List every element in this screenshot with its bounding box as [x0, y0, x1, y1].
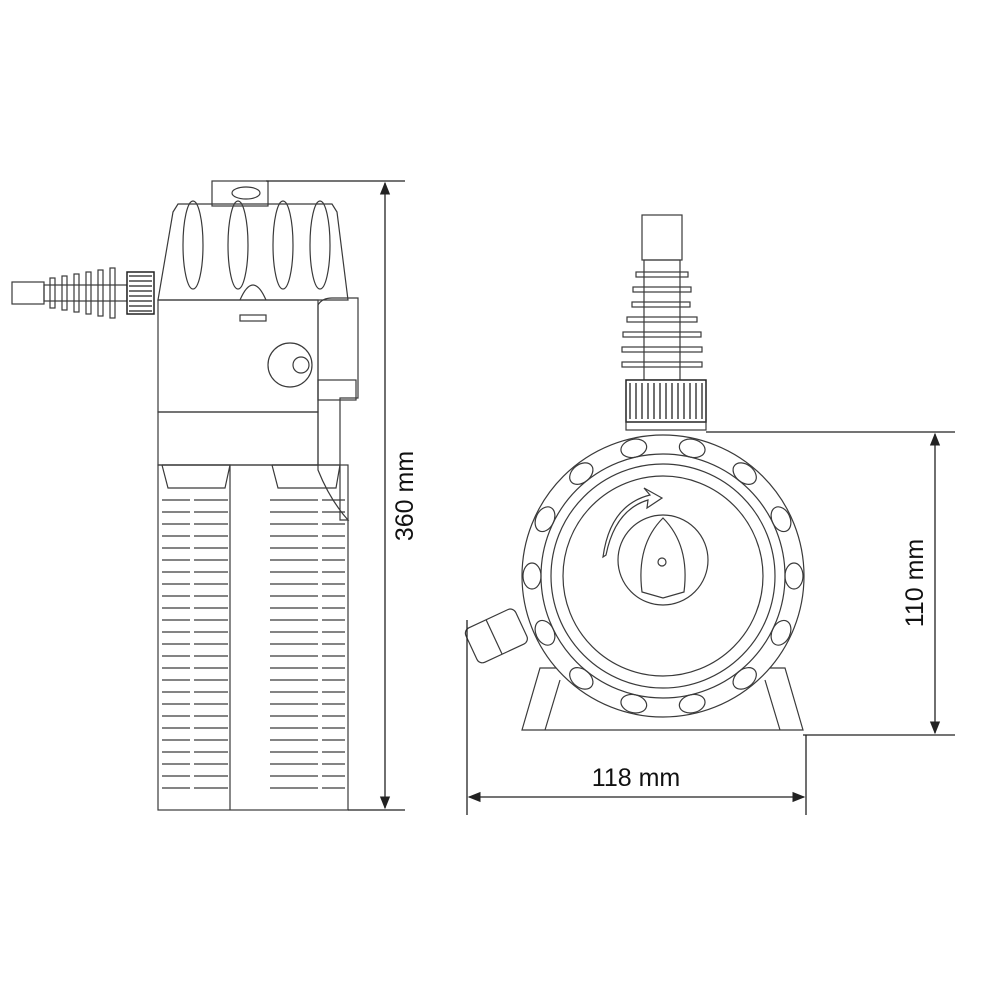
ring-bump — [732, 667, 757, 690]
hose-rib — [73, 273, 80, 313]
cap-rib — [227, 200, 249, 290]
front-hose-rib — [632, 286, 692, 293]
lower-housing — [157, 411, 319, 466]
front-hose-rib — [622, 331, 702, 338]
center-pin — [657, 557, 667, 567]
ring-bump — [620, 693, 648, 714]
ring-bump — [678, 438, 706, 459]
front-hose-nut-knurl — [629, 383, 703, 419]
front-view — [464, 214, 805, 731]
ring-bump — [534, 619, 556, 646]
hose-ribs — [43, 267, 128, 319]
pump-ring-3 — [562, 475, 764, 677]
cable-gland — [267, 342, 313, 388]
pump-stand — [521, 667, 804, 731]
ring-bump — [732, 462, 757, 485]
dimension-width: 118 mm — [466, 620, 807, 815]
impeller-blade — [640, 517, 686, 599]
side-view — [11, 180, 359, 811]
ring-bump — [678, 693, 706, 714]
hose-rib — [49, 277, 56, 309]
ring-bump — [770, 506, 792, 533]
dimension-body-height: 110 mm — [706, 431, 955, 736]
front-hose-ribs — [621, 259, 703, 381]
ring-bump — [784, 562, 804, 590]
dimension-height: 360 mm — [266, 180, 419, 811]
middle-housing — [157, 299, 319, 413]
ring-bump — [569, 462, 594, 485]
front-hose-rib — [621, 346, 703, 353]
top-tab — [211, 180, 269, 207]
front-hose-tip — [641, 214, 683, 261]
impeller-hub — [617, 514, 709, 606]
front-hose-rib — [631, 301, 691, 308]
cap-notch — [239, 284, 267, 301]
filter-frame — [161, 464, 341, 810]
hose-rib — [97, 269, 104, 317]
ring-bump — [569, 667, 594, 690]
front-cable-gland — [464, 608, 528, 664]
filter-grille — [162, 499, 345, 789]
hose-rib — [61, 275, 68, 311]
pump-ring-2 — [550, 463, 776, 689]
height-label: 360 mm — [391, 451, 419, 541]
cap-ribs — [182, 200, 331, 290]
front-hose-rib — [621, 361, 703, 368]
nut-base — [625, 421, 707, 431]
ring-bumps — [522, 438, 804, 714]
housing-slot — [239, 314, 267, 322]
hose-nut-knurl — [129, 275, 152, 312]
cap-rib — [182, 200, 204, 290]
filter-basket — [157, 464, 349, 811]
side-handle — [317, 297, 359, 521]
width-label: 118 mm — [592, 764, 680, 792]
top-tab-hole — [231, 186, 261, 200]
pump-outer-ring — [521, 434, 805, 718]
front-hose-rib — [626, 316, 698, 323]
ring-bump — [522, 562, 542, 590]
rotation-arrow-icon — [602, 487, 664, 559]
ring-bump — [620, 438, 648, 459]
ring-bump — [534, 506, 556, 533]
handle-clip — [317, 379, 357, 401]
hose-rib — [109, 267, 116, 319]
hose-nut — [126, 271, 155, 315]
cap-rib — [309, 200, 331, 290]
ring-bump — [770, 619, 792, 646]
hose-rib — [85, 271, 92, 315]
front-hose-rib — [635, 271, 689, 278]
body-height-label: 110 mm — [901, 539, 929, 627]
cable-gland-hole — [292, 356, 310, 374]
cap-rib — [272, 200, 294, 290]
hose-tip — [11, 281, 45, 305]
